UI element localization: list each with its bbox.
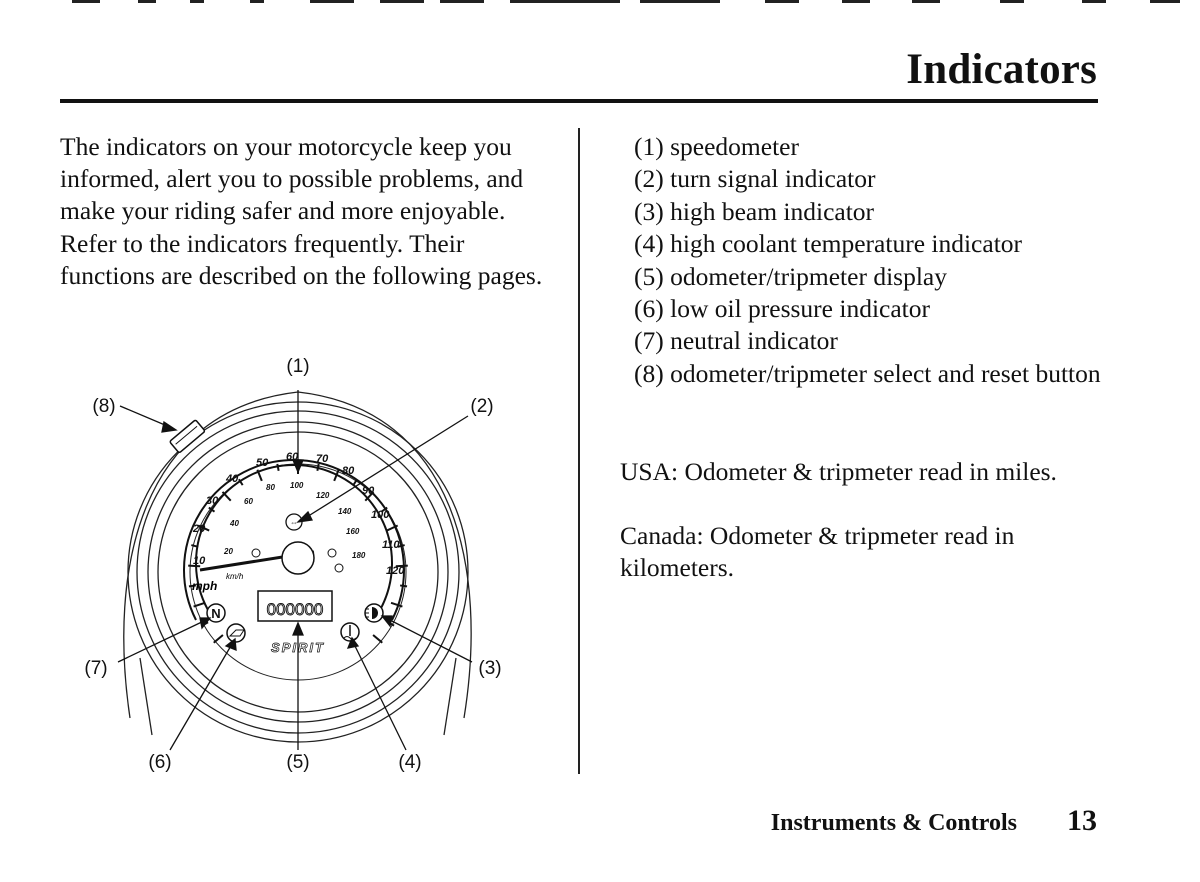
odometer-frame xyxy=(257,590,333,622)
scale-tick xyxy=(197,524,210,532)
callout-item: (1) speedometer xyxy=(634,132,799,161)
callout-label: (1) xyxy=(286,356,309,377)
mph-tick-label: 70 xyxy=(316,453,329,465)
oil-pressure-indicator-icon xyxy=(226,623,246,643)
scale-tick xyxy=(256,469,263,482)
scale-tick xyxy=(221,491,232,502)
kmh-tick-label: 80 xyxy=(266,483,275,492)
scale-tick xyxy=(191,544,199,548)
select-reset-button xyxy=(169,419,206,453)
scale-tick xyxy=(364,491,375,502)
mph-tick-label: 30 xyxy=(206,495,219,507)
scale-tick xyxy=(399,584,408,588)
column-divider xyxy=(578,128,580,774)
callout-item: (5) odometer/tripmeter display xyxy=(634,261,947,291)
scale-tick xyxy=(372,634,383,644)
knob-icon xyxy=(334,563,344,573)
brand-mark: SPIRIT xyxy=(271,640,325,655)
mph-tick-label: 40 xyxy=(225,473,239,485)
scale-tick xyxy=(386,524,399,532)
pilot-lamp-icon xyxy=(327,548,337,558)
kmh-tick-label: 20 xyxy=(223,547,233,556)
kmh-tick-label: 60 xyxy=(244,497,253,506)
callout-item: (7) neutral indicator xyxy=(634,326,838,356)
mph-tick-label: 90 xyxy=(362,485,375,497)
top-edge-marks xyxy=(72,0,1180,3)
kmh-tick-label: 120 xyxy=(316,491,330,500)
scale-tick xyxy=(208,506,216,513)
footer-section-title: Instruments & Controls xyxy=(770,810,1017,836)
scale-tick xyxy=(238,478,244,486)
mph-tick-label: 50 xyxy=(256,457,269,469)
scale-tick xyxy=(397,544,405,548)
scale-tick xyxy=(213,634,224,644)
callout-item: (8) odometer/tripmeter select and reset … xyxy=(634,358,1101,388)
callout-label: (7) xyxy=(84,658,107,679)
speedometer-figure: 10 20 30 40 50 60 70 80 90 100 110 120 2… xyxy=(84,356,501,773)
mph-tick-label: 120 xyxy=(386,565,405,577)
mph-tick-label: 80 xyxy=(342,465,355,477)
kmh-tick-label: 140 xyxy=(338,507,352,516)
scale-tick xyxy=(188,584,197,588)
svg-text:⇔: ⇔ xyxy=(290,518,298,527)
callout-item: (2) turn signal indicator xyxy=(634,164,876,194)
callout-label: (6) xyxy=(148,752,171,773)
page-heading: Indicators xyxy=(906,46,1097,93)
callout-label: (3) xyxy=(478,658,501,679)
callout-item: (6) low oil pressure indicator xyxy=(634,294,931,324)
instrument-diagram: 10 20 30 40 50 60 70 80 90 100 110 120 2… xyxy=(60,340,560,790)
scale-tick xyxy=(352,478,358,486)
kmh-unit-label: km/h xyxy=(226,572,244,581)
callout-label: (5) xyxy=(286,752,309,773)
high-beam-indicator-icon xyxy=(364,603,384,623)
mph-tick-label: 20 xyxy=(192,523,206,535)
needle-hub xyxy=(281,541,315,575)
callout-label: (2) xyxy=(470,396,493,417)
mph-tick-label: 10 xyxy=(193,555,206,567)
usa-note: USA: Odometer & tripmeter read in miles. xyxy=(620,457,1057,486)
callout-item: (3) high beam indicator xyxy=(634,196,875,226)
odometer-readout: 000000 xyxy=(267,600,324,619)
coolant-temperature-indicator-icon xyxy=(340,622,360,642)
heading-rule xyxy=(60,99,1098,103)
canada-note: Canada: Odometer & tripmeter read in kil… xyxy=(620,521,1015,583)
intro-paragraph: The indicators on your motorcycle keep y… xyxy=(60,132,543,290)
scale-tick xyxy=(333,469,340,482)
callout-item: (4) high coolant temperature indicator xyxy=(634,229,1023,259)
neutral-indicator-icon: N xyxy=(206,603,226,623)
pilot-lamp-icon xyxy=(251,548,261,558)
kmh-tick-label: 40 xyxy=(229,519,239,528)
mph-tick-label: 100 xyxy=(371,509,390,521)
kmh-tick-label: 180 xyxy=(352,551,366,560)
page-number: 13 xyxy=(1067,804,1097,837)
callout-list: (1) speedometer (2) turn signal indicato… xyxy=(634,131,1104,390)
scale-tick xyxy=(276,463,280,472)
callout-label: (8) xyxy=(92,396,115,417)
svg-text:N: N xyxy=(211,606,220,621)
scale-tick xyxy=(188,564,201,568)
scale-tick xyxy=(390,601,403,608)
callout-label: (4) xyxy=(398,752,421,773)
mph-unit-label: mph xyxy=(192,579,217,593)
scale-tick xyxy=(193,601,206,608)
mph-tick-label: 110 xyxy=(382,539,400,551)
scale-tick xyxy=(380,506,388,513)
scale-tick xyxy=(316,463,320,472)
kmh-tick-label: 100 xyxy=(290,481,304,490)
scale-tick xyxy=(395,564,408,568)
kmh-tick-label: 160 xyxy=(346,527,360,536)
